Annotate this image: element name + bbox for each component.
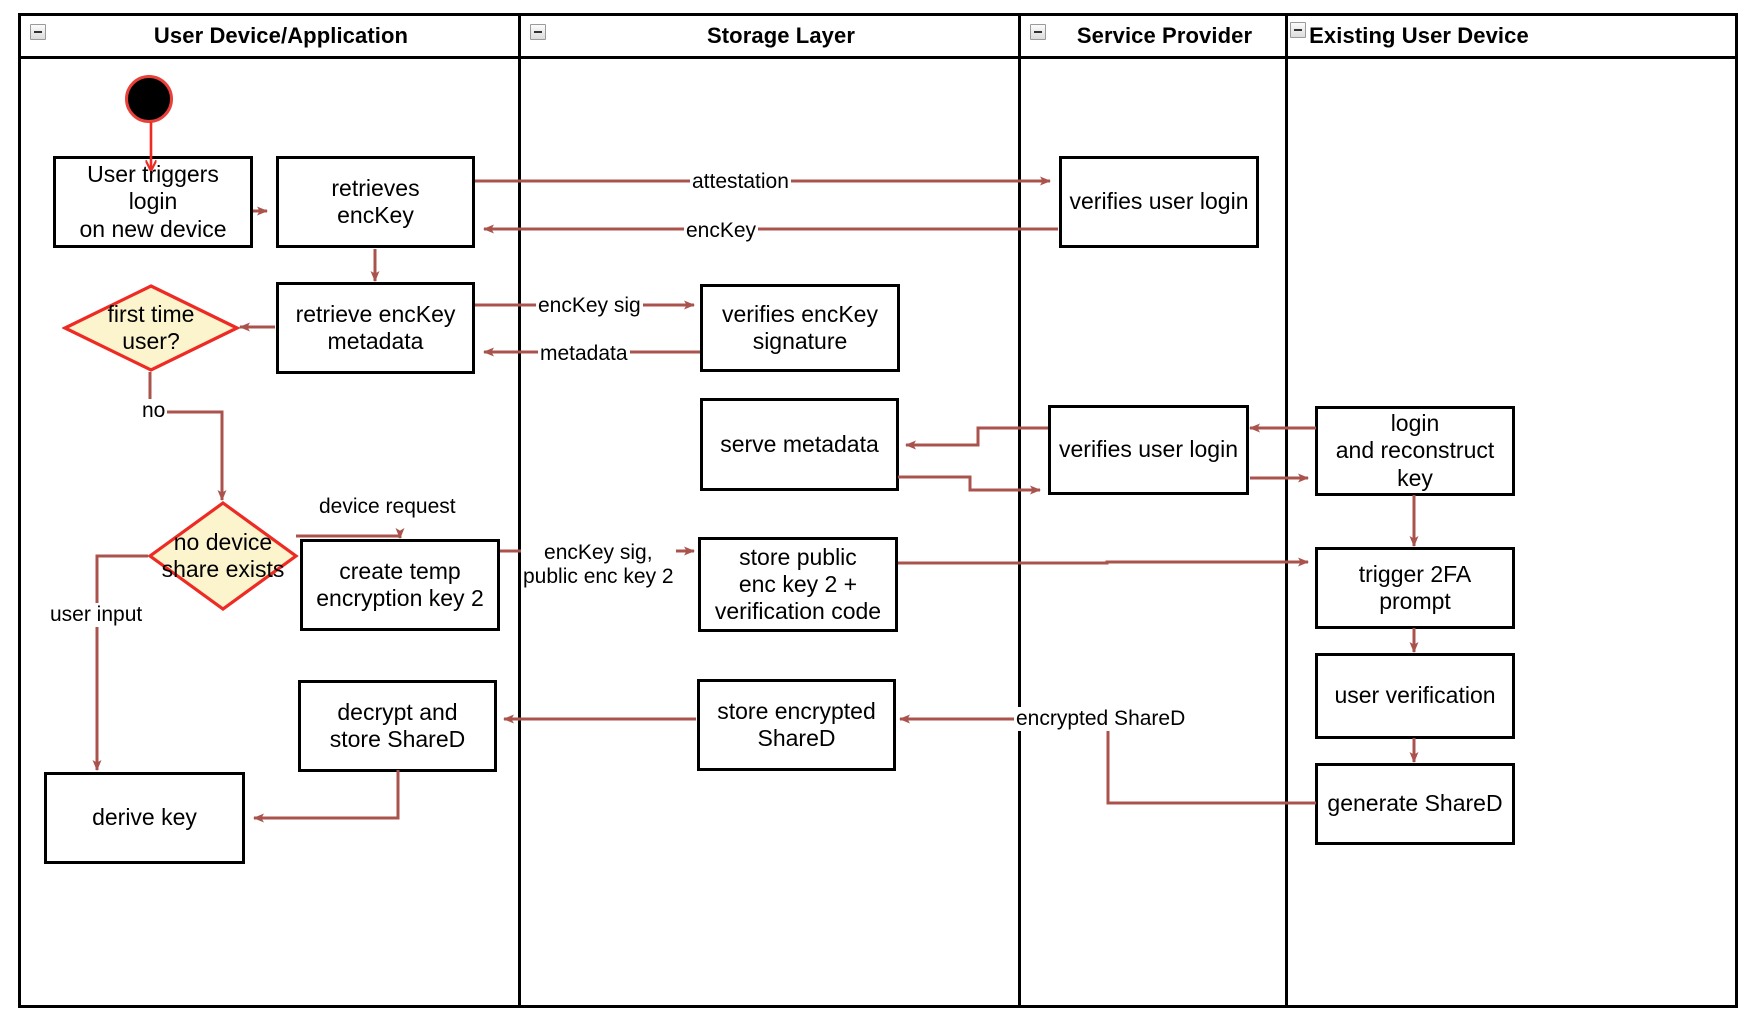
- lane-divider-2: [1018, 13, 1021, 1008]
- node-retrieves-enckey[interactable]: retrieves encKey: [276, 156, 475, 248]
- decision-no-device-share-exists[interactable]: no device share exists: [147, 500, 299, 612]
- swimlane-frame: [18, 13, 1738, 1008]
- node-label: retrieves encKey: [331, 174, 420, 228]
- node-login-and-reconstruct-key[interactable]: login and reconstruct key: [1315, 406, 1515, 496]
- lane-title-storage: Storage Layer: [706, 23, 856, 48]
- node-label: decrypt and store ShareD: [329, 698, 466, 752]
- edge-label-user-input: user input: [48, 603, 145, 628]
- node-label: generate ShareD: [1327, 790, 1503, 817]
- node-label: user verification: [1334, 682, 1496, 709]
- node-generate-shared[interactable]: generate ShareD: [1315, 763, 1515, 845]
- lane-divider-3: [1285, 13, 1288, 1008]
- lane-title-service-provider: Service Provider: [1076, 23, 1253, 48]
- edge-label-enckey-sig-public-enc-key-2: encKey sig, public enc key 2: [521, 541, 676, 590]
- decision-first-time-user[interactable]: first time user?: [62, 283, 240, 373]
- node-verifies-user-login-2[interactable]: verifies user login: [1048, 405, 1249, 495]
- swimlane-header-row: [18, 13, 1738, 59]
- node-label: login and reconstruct key: [1335, 410, 1495, 491]
- node-user-verification[interactable]: user verification: [1315, 653, 1515, 739]
- diamond-shape: [147, 501, 299, 611]
- decision-label: first time user?: [107, 300, 195, 354]
- node-label: store encrypted ShareD: [717, 697, 876, 751]
- diamond-shape: [62, 284, 240, 372]
- node-label: serve metadata: [720, 430, 879, 457]
- edge-label-attestation: attestation: [690, 170, 791, 195]
- edge-label-enckey-sig: encKey sig: [536, 294, 643, 319]
- edge-label-device-request: device request: [317, 495, 458, 520]
- minus-box-icon-lane-service-provider[interactable]: [1030, 24, 1046, 40]
- edge-label-enckey: encKey: [684, 219, 759, 244]
- minus-box-icon-lane-existing-device[interactable]: [1290, 22, 1306, 38]
- node-create-temp-encryption-key-2[interactable]: create temp encryption key 2: [300, 539, 500, 631]
- node-label: trigger 2FA prompt: [1358, 560, 1472, 614]
- node-decrypt-and-store-shared[interactable]: decrypt and store ShareD: [298, 680, 497, 772]
- node-serve-metadata[interactable]: serve metadata: [700, 398, 899, 491]
- node-label: verifies user login: [1059, 436, 1238, 463]
- node-derive-key[interactable]: derive key: [44, 772, 245, 864]
- edge-label-metadata: metadata: [538, 342, 630, 367]
- edge-label-encrypted-shared: encrypted ShareD: [1014, 707, 1188, 732]
- node-user-triggers-login[interactable]: User triggers login on new device: [53, 156, 253, 248]
- lane-divider-1: [518, 13, 521, 1008]
- node-verifies-enckey-signature[interactable]: verifies encKey signature: [700, 284, 900, 372]
- node-label: verifies user login: [1069, 188, 1249, 215]
- node-label: verifies encKey signature: [722, 300, 878, 354]
- node-trigger-2fa-prompt[interactable]: trigger 2FA prompt: [1315, 547, 1515, 629]
- node-label: User triggers login on new device: [79, 161, 227, 242]
- node-store-encrypted-shared[interactable]: store encrypted ShareD: [697, 679, 896, 771]
- node-verifies-user-login-1[interactable]: verifies user login: [1059, 156, 1259, 248]
- node-label: store public enc key 2 + verification co…: [714, 543, 882, 625]
- node-label: create temp encryption key 2: [316, 557, 484, 611]
- minus-box-icon-lane-storage[interactable]: [530, 24, 546, 40]
- node-label: retrieve encKey metadata: [295, 300, 456, 354]
- start-node: [125, 75, 173, 123]
- decision-label: no device share exists: [161, 528, 285, 582]
- node-store-public-enc-key-2[interactable]: store public enc key 2 + verification co…: [698, 537, 898, 632]
- lane-title-user-device: User Device/Application: [153, 23, 409, 48]
- node-retrieve-enckey-metadata[interactable]: retrieve encKey metadata: [276, 282, 475, 374]
- lane-title-existing-device: Existing User Device: [1309, 23, 1529, 48]
- node-label: derive key: [92, 804, 197, 831]
- minus-box-icon-lane-user-device[interactable]: [30, 24, 46, 40]
- edge-label-no: no: [140, 399, 168, 424]
